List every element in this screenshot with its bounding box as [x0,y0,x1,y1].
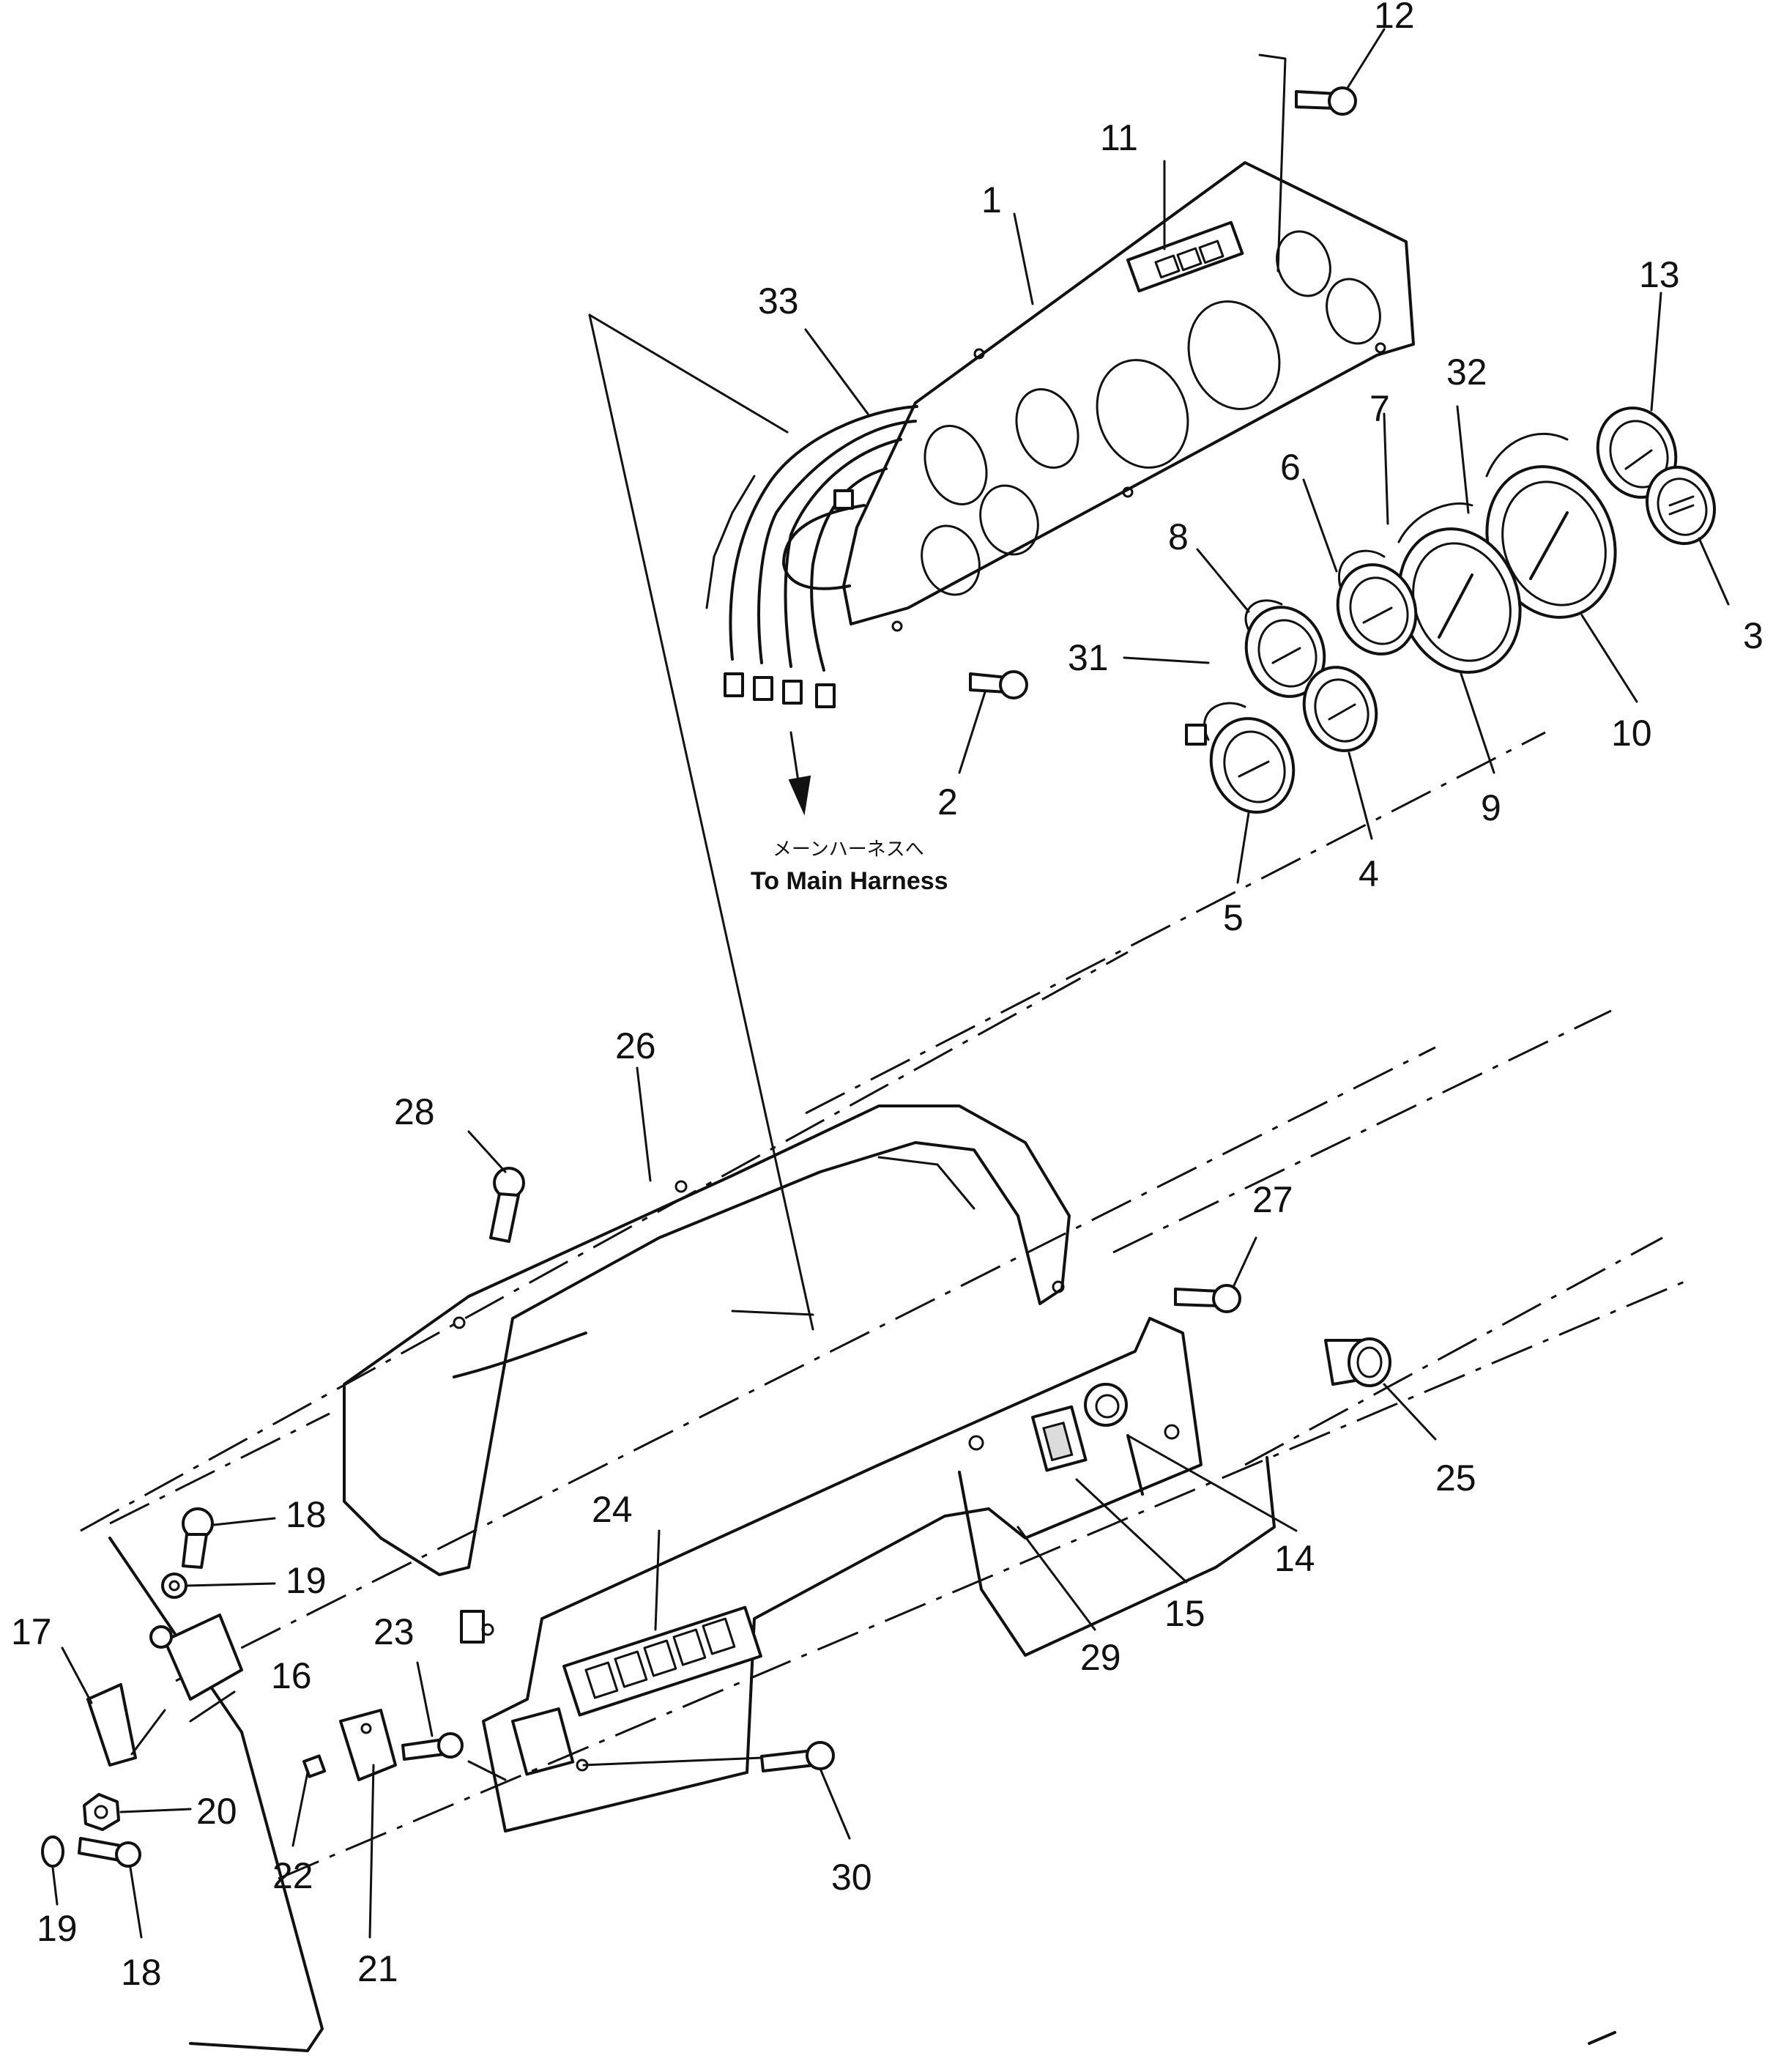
instrument-panel-plate [842,161,1415,632]
label-part-23: 23 [373,1611,415,1652]
label-part-9: 9 [1481,787,1501,828]
label-part-18a: 18 [286,1494,327,1535]
screw-2 [969,670,1028,699]
relay-16 [149,1614,243,1701]
label-part-31: 31 [1068,637,1109,678]
clip-22 [302,1754,327,1778]
label-part-8: 8 [1168,516,1189,557]
gauge-6 [1336,549,1418,656]
bolt-18-upper [182,1507,214,1569]
washer-19-lower [41,1835,64,1868]
gauge-4 [1302,666,1378,752]
label-part-11: 11 [1100,117,1138,158]
label-part-30: 30 [831,1857,872,1898]
label-part-6: 6 [1280,447,1301,488]
label-part-7: 7 [1369,388,1390,429]
bolt-18-lower [78,1837,141,1868]
harness-note-japanese: メーンハーネスへ [773,839,924,861]
label-part-2: 2 [937,781,958,823]
label-part-33: 33 [758,281,799,322]
washer-19-upper [161,1572,187,1599]
dashboard-cover [343,1104,1071,1644]
leader-lines [51,28,1730,1939]
gauge-3 [1645,465,1717,546]
label-part-3: 3 [1743,615,1763,656]
label-part-19a: 19 [286,1560,327,1601]
label-part-20: 20 [196,1791,237,1832]
label-part-15: 15 [1164,1593,1205,1634]
label-part-13: 13 [1639,254,1680,295]
nut-20 [83,1793,120,1831]
label-part-10: 10 [1611,713,1652,754]
label-part-19b: 19 [37,1908,78,1949]
label-part-17: 17 [11,1611,52,1652]
gauge-9 [1397,502,1522,674]
label-part-27: 27 [1252,1179,1293,1220]
label-part-18b: 18 [121,1952,162,1993]
gauge-8 [1244,599,1326,698]
label-part-26: 26 [615,1025,656,1066]
screw-27 [1174,1284,1241,1313]
label-part-32: 32 [1446,352,1487,393]
label-part-5: 5 [1223,897,1244,938]
part-labels: 1 2 3 4 5 6 7 8 9 10 11 12 13 14 15 16 1… [11,0,1763,1993]
panel-assembly-leader [588,313,814,1331]
label-part-1: 1 [981,179,1002,220]
label-part-12: 12 [1374,0,1415,36]
knob-25 [1324,1337,1391,1387]
switch-21 [339,1709,397,1781]
bracket-17 [86,1683,137,1767]
screw-28 [489,1167,525,1243]
screw-30 [760,1741,835,1772]
label-part-16: 16 [271,1655,312,1696]
label-part-28: 28 [394,1091,435,1132]
gauge-5 [1185,702,1296,814]
harness-note-english: To Main Harness [751,867,948,895]
lower-dash-panel [482,1317,1203,1833]
screw-12 [1258,53,1357,272]
wiring-harness [705,405,918,816]
label-part-29: 29 [1080,1637,1121,1678]
label-part-24: 24 [592,1489,633,1530]
label-part-4: 4 [1359,853,1379,894]
screw-23 [401,1732,464,1761]
label-part-22: 22 [272,1855,313,1896]
side-panel-outline [80,731,1685,2052]
label-part-21: 21 [357,1948,398,1989]
label-part-25: 25 [1435,1458,1476,1499]
label-part-14: 14 [1274,1538,1315,1579]
harness-note: メーンハーネスへ To Main Harness [751,839,948,895]
